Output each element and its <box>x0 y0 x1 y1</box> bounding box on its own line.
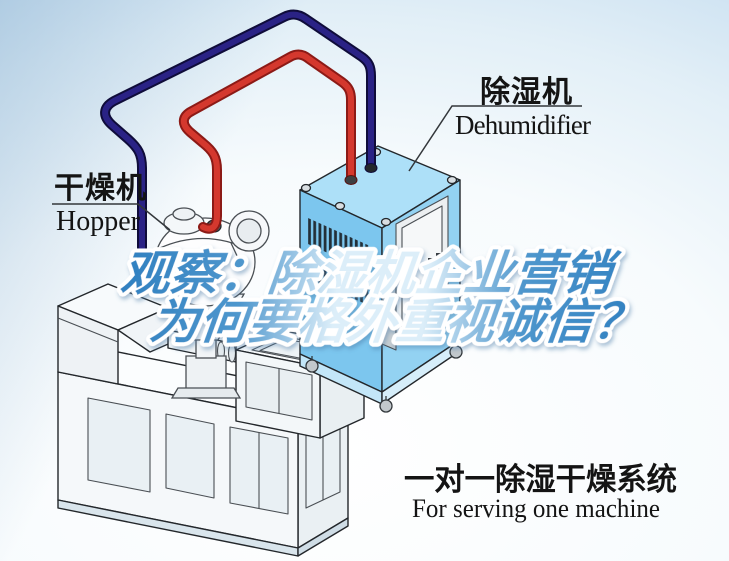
eyelet-ring <box>300 183 312 193</box>
extruder-window <box>165 413 215 499</box>
hopper-label-zh: 干燥机 <box>54 172 147 205</box>
caption-zh: 一对一除湿干燥系统 <box>404 462 677 497</box>
caption-en: For serving one machine <box>412 494 660 523</box>
dehumidifier-leader-line <box>408 105 582 172</box>
hopper-pedestal <box>185 355 227 393</box>
corner-panel <box>381 261 397 351</box>
vent-grille <box>308 218 370 272</box>
eyelet-ring <box>446 175 458 185</box>
blue-pipe-fitting <box>364 163 378 173</box>
extruder-window <box>87 397 151 493</box>
hopper-pipe-fitting <box>136 266 148 276</box>
red-pipe-fitting <box>344 175 358 185</box>
dehumidifier-door-panel <box>401 205 443 329</box>
hopper-bowl <box>154 217 256 307</box>
vent-grille <box>308 252 370 306</box>
headline-line1: 观察：除湿机企业营销 <box>118 247 623 301</box>
dehumidifier-illustration <box>299 145 463 413</box>
extruder-skirt-right <box>297 517 349 557</box>
hopper-lid-knob <box>172 207 196 221</box>
eyelet-ring <box>334 201 346 211</box>
red-pipe <box>180 51 354 232</box>
caster-wheels <box>305 342 463 413</box>
headline-line2: 为何要格外重视诚信？ <box>147 295 645 349</box>
door-knob <box>430 273 436 279</box>
drum-bracket <box>230 242 239 259</box>
hopper-illustration <box>154 207 270 399</box>
headline: 观察：除湿机企业营销 为何要格外重视诚信？ <box>114 243 649 353</box>
eyelet-ring <box>380 217 392 227</box>
dehumidifier-label-zh: 除湿机 <box>480 75 573 109</box>
tower-seam <box>57 317 119 343</box>
dehumidifier-label-en: Dehumidifier <box>455 110 591 140</box>
caster-wheel <box>449 345 463 359</box>
hopper-leader-line <box>52 203 171 231</box>
caster-wheel <box>379 399 393 413</box>
door-switch <box>436 253 441 263</box>
blue-pipe <box>102 11 374 273</box>
leader-lines <box>52 105 582 231</box>
hopper-flange <box>170 387 242 399</box>
extruder-tower-front <box>57 305 119 385</box>
caster-wheel <box>305 359 319 373</box>
hopper-label-en: Hopper <box>56 206 141 237</box>
extruder-illustration <box>57 283 365 557</box>
pipes <box>100 9 378 276</box>
hopper-filter-drum-inner <box>236 218 262 244</box>
door-switch <box>428 258 433 268</box>
